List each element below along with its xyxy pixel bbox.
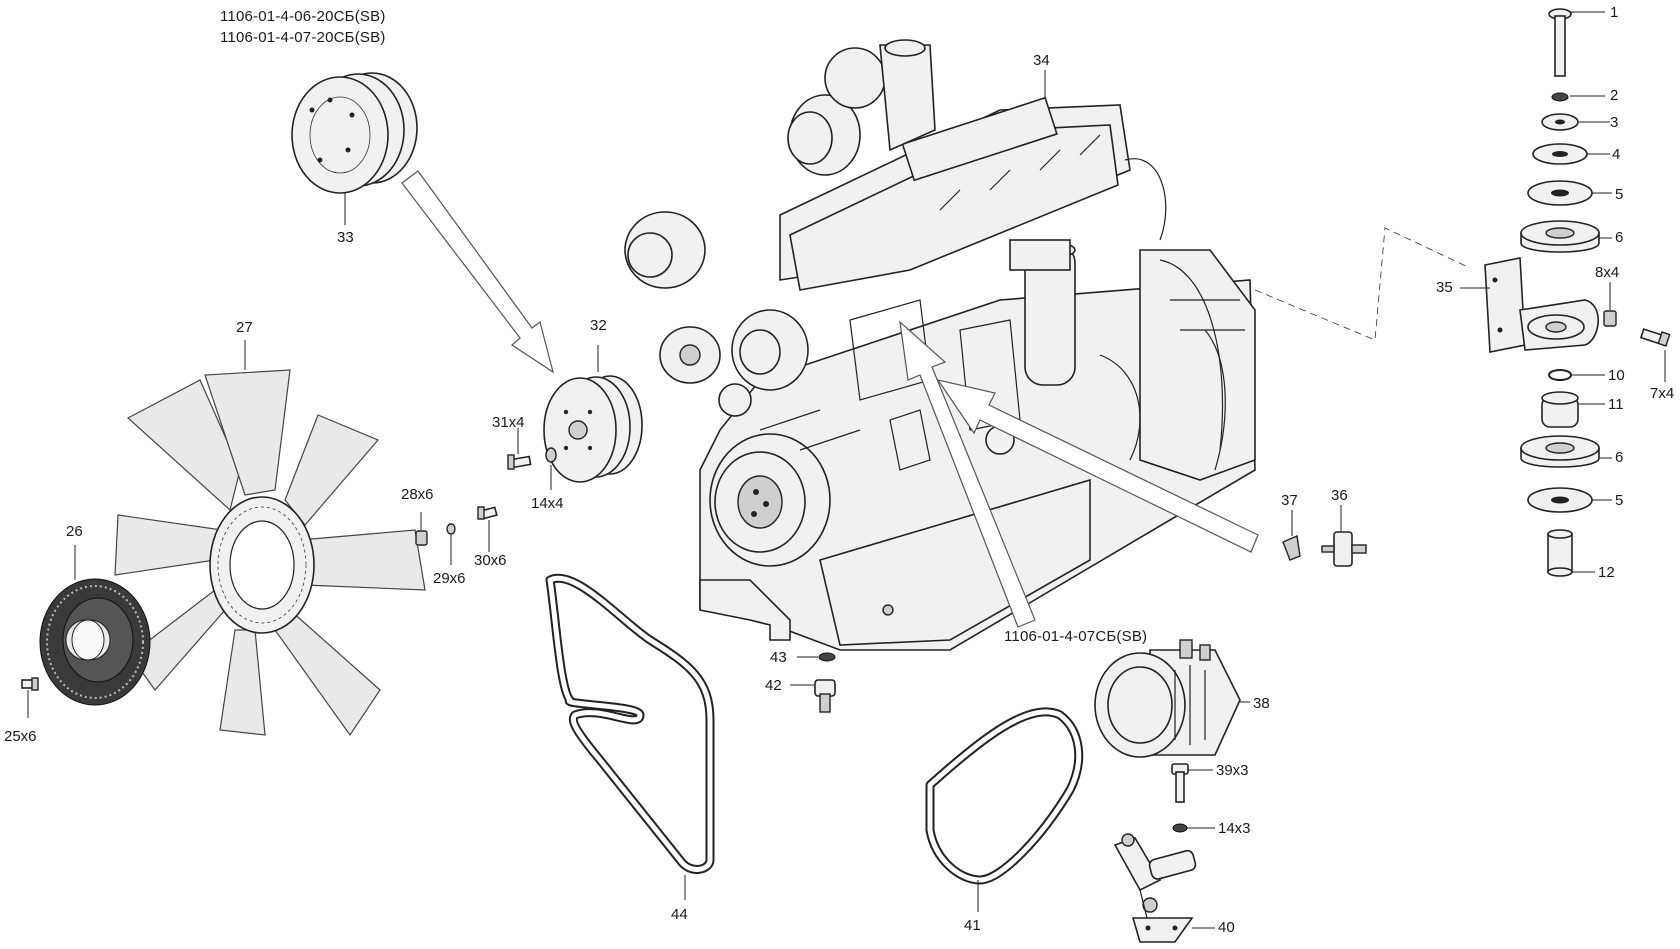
callout-label: 3	[1610, 114, 1619, 131]
nut-28	[415, 512, 428, 546]
washer-14x3	[1172, 823, 1215, 833]
bolt-1	[1548, 8, 1605, 77]
belt-41	[925, 707, 1084, 912]
callout-label: 29x6	[433, 570, 466, 587]
callout-label: 26	[66, 523, 83, 540]
callout-label: 31x4	[492, 414, 525, 431]
callout-label: 44	[671, 906, 688, 923]
callout-label: 4	[1612, 146, 1621, 163]
callout-label: 6	[1615, 229, 1624, 246]
callout-label: 6	[1615, 449, 1624, 466]
bolt-25	[21, 677, 39, 718]
callout-label: 34	[1033, 52, 1050, 69]
bolt-31	[507, 428, 532, 470]
callout-label: 42	[765, 677, 782, 694]
compressor-38	[1094, 639, 1250, 758]
callout-label: 35	[1436, 279, 1453, 296]
belt-44	[545, 573, 715, 900]
callout-label: 36	[1331, 487, 1348, 504]
callout-label: 39x3	[1216, 762, 1249, 779]
pulley-32	[543, 345, 643, 483]
callout-label: 38	[1253, 695, 1270, 712]
engine-34	[624, 39, 1256, 651]
pulley-33	[291, 72, 418, 225]
assembly-caption: 1106-01-4-06-20СБ(SB)	[220, 8, 386, 25]
bracket-40	[1131, 917, 1215, 943]
assembly-caption: 1106-01-4-07-20СБ(SB)	[220, 29, 386, 46]
callout-label: 28x6	[401, 486, 434, 503]
callout-label: 2	[1610, 87, 1619, 104]
assembly-caption: 1106-01-4-07СБ(SB)	[1004, 628, 1148, 645]
callout-label: 7x4	[1650, 385, 1675, 402]
tensioner-assembly	[1113, 833, 1197, 931]
callout-label: 40	[1218, 919, 1235, 936]
bolt-7	[1639, 328, 1671, 382]
callout-label: 1	[1610, 4, 1619, 21]
callout-label: 12	[1598, 564, 1615, 581]
callout-label: 14x3	[1218, 820, 1251, 837]
callout-label: 30x6	[474, 552, 507, 569]
assembly-arrow-33	[401, 170, 554, 374]
washer-3	[1541, 113, 1610, 131]
callout-label: 41	[964, 917, 981, 934]
callout-label: 14x4	[531, 495, 564, 512]
callout-label: 11	[1608, 396, 1624, 413]
bolt-39	[1171, 763, 1213, 803]
dashed-leader-35	[1254, 227, 1471, 341]
washer-5-top	[1527, 180, 1612, 206]
sleeve-12	[1547, 529, 1595, 577]
washer-14	[545, 447, 557, 490]
nut-8	[1603, 282, 1617, 327]
washer-2	[1551, 92, 1605, 102]
cup-6-top	[1520, 220, 1612, 253]
callout-label: 8x4	[1595, 264, 1620, 281]
sensor-42	[790, 679, 836, 713]
callout-label: 33	[337, 229, 354, 246]
bolt-30	[477, 506, 498, 552]
callout-label: 25x6	[4, 728, 37, 745]
callout-label: 5	[1615, 186, 1624, 203]
washer-5-bottom	[1527, 487, 1612, 513]
bracket-35	[1460, 257, 1599, 353]
bushing-11	[1541, 391, 1605, 428]
fan-27	[114, 340, 426, 737]
callout-label: 43	[770, 649, 787, 666]
oring-10	[1548, 369, 1605, 381]
cup-6-bottom	[1520, 435, 1612, 468]
washer-43	[797, 652, 836, 662]
callout-label: 5	[1615, 492, 1624, 509]
callout-label: 37	[1281, 492, 1298, 509]
fan-clutch-26	[39, 545, 151, 706]
assembly-arrow-36	[936, 379, 1259, 553]
assembly-arrow-38	[899, 320, 1036, 628]
callout-label: 32	[590, 317, 607, 334]
sensor-37	[1282, 510, 1301, 561]
washer-29	[446, 523, 456, 565]
callout-label: 10	[1608, 367, 1625, 384]
sensor-36	[1321, 505, 1367, 567]
callout-label: 27	[236, 319, 253, 336]
washer-4	[1532, 143, 1610, 165]
